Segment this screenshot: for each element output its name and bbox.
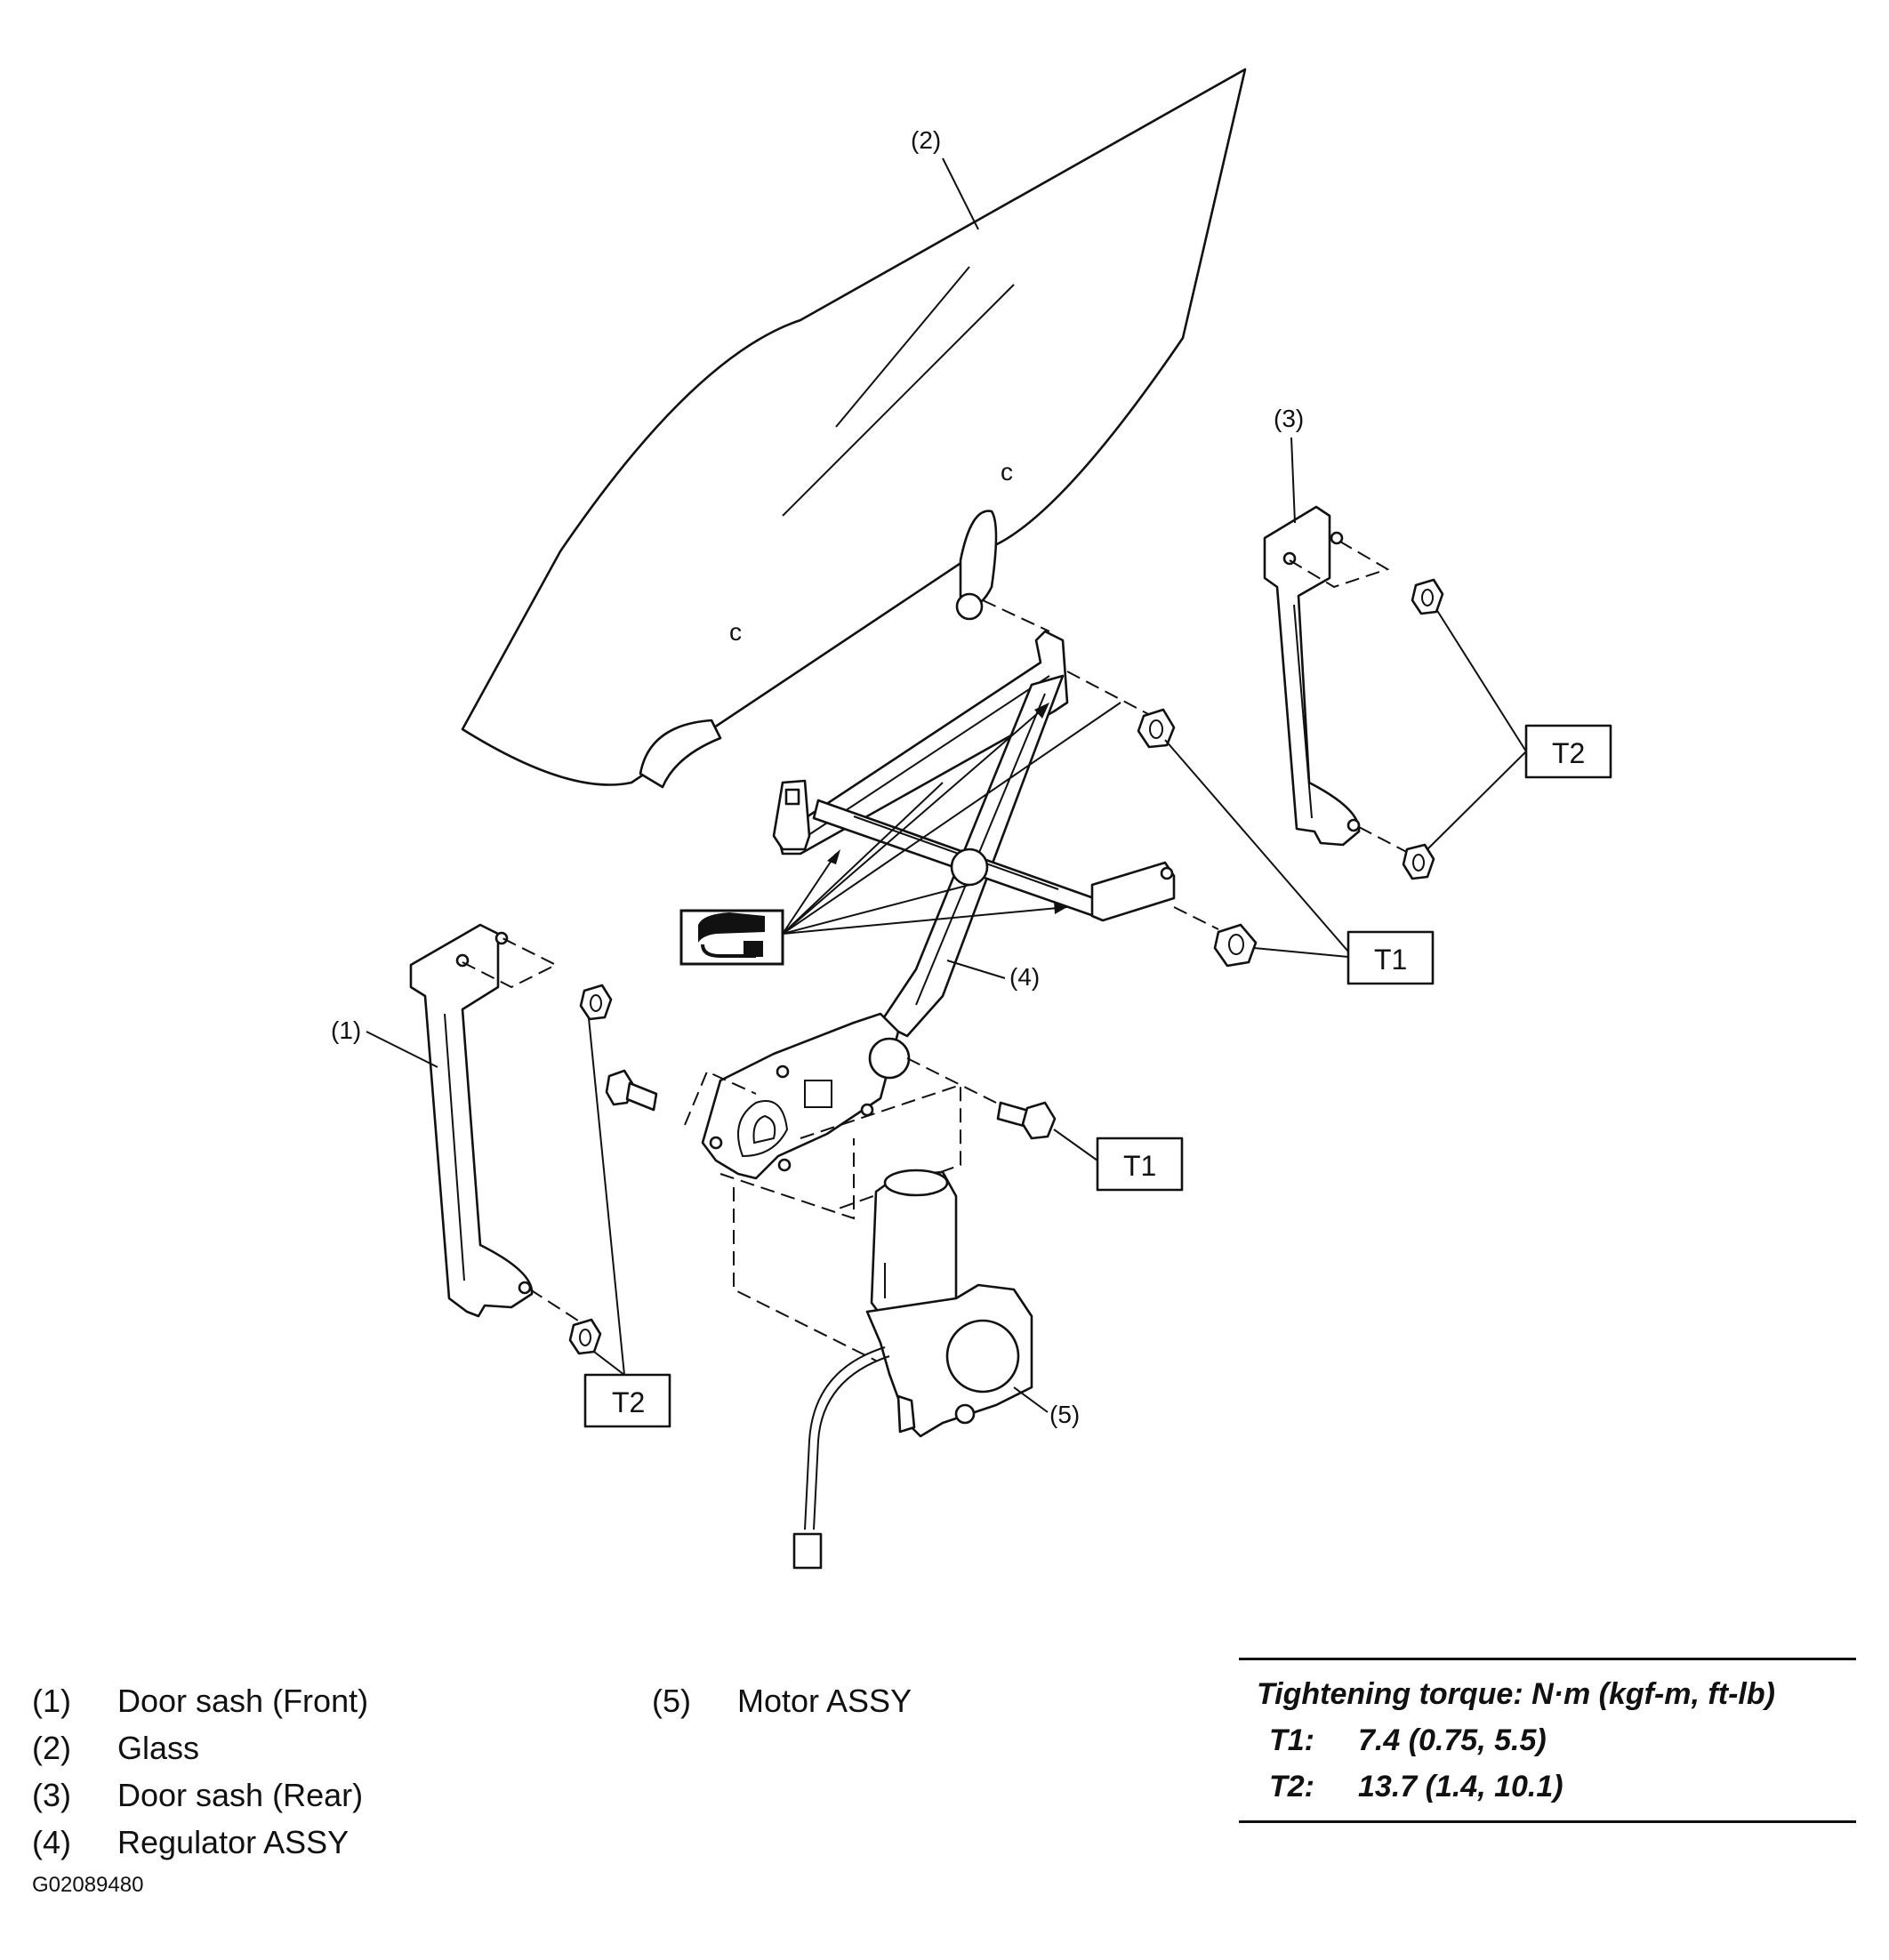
door-sash-rear (1263, 505, 1361, 847)
regulator-assembly (701, 630, 1176, 1180)
legend-item: (1) Door sash (Front) (32, 1677, 368, 1724)
torque-box-t1-upper (1346, 930, 1435, 985)
legend-number: (3) (32, 1777, 71, 1813)
nut-rear-upper (1411, 578, 1444, 615)
legend-left-column: (1) Door sash (Front) (2) Glass (3) Door… (32, 1677, 368, 1866)
legend-label: Regulator ASSY (117, 1824, 350, 1860)
grease-application-icon (679, 909, 784, 966)
nut-rear-lower (1402, 843, 1435, 880)
legend-item: (3) Door sash (Rear) (32, 1771, 368, 1819)
figure-id: G02089480 (32, 1873, 144, 1897)
torque-box-t2-lower-label: T2 (612, 1386, 645, 1418)
motor-callout: (5) (1049, 1401, 1080, 1428)
torque-table: Tightening torque: N·m (kgf-m, ft-lb) T1… (1239, 1658, 1856, 1823)
regulator-callout: (4) (1009, 963, 1040, 991)
nut-regulator-lower (1213, 923, 1258, 968)
door-sash-front (409, 923, 534, 1318)
legend-number: (5) (652, 1683, 691, 1719)
motor-assembly (792, 1169, 1033, 1570)
legend-item: (5) Motor ASSY (652, 1677, 912, 1724)
nut-front-lower (568, 1318, 602, 1355)
torque-key: T2: (1269, 1770, 1314, 1803)
torque-heading: Tightening torque: N·m (kgf-m, ft-lb) (1257, 1677, 1775, 1711)
bolt-right (996, 1101, 1057, 1140)
legend-number: (1) (32, 1683, 71, 1719)
legend-item: (4) Regulator ASSY (32, 1819, 368, 1866)
torque-box-t2-upper-label: T2 (1552, 737, 1585, 769)
torque-box-t1-lower (1096, 1137, 1184, 1192)
nut-front-upper (579, 984, 613, 1021)
torque-box-t1-lower-label: T1 (1123, 1150, 1156, 1182)
glass-panel: c c (461, 68, 1247, 789)
torque-value: 7.4 (0.75, 5.5) (1358, 1723, 1547, 1757)
legend-label: Motor ASSY (737, 1683, 912, 1719)
torque-box-t2-lower (583, 1373, 671, 1428)
legend-label: Door sash (Front) (117, 1683, 369, 1719)
door-sash-rear-callout: (3) (1274, 405, 1304, 432)
legend-number: (2) (32, 1730, 71, 1766)
legend-right-column: (5) Motor ASSY (652, 1677, 912, 1724)
legend-label: Glass (117, 1730, 200, 1766)
torque-row: T2: 13.7 (1.4, 10.1) (1239, 1763, 1856, 1810)
legend-number: (4) (32, 1824, 71, 1860)
torque-box-t1-upper-label: T1 (1374, 944, 1407, 976)
torque-value: 13.7 (1.4, 10.1) (1358, 1770, 1563, 1803)
legend-label: Door sash (Rear) (117, 1777, 364, 1813)
torque-row: T1: 7.4 (0.75, 5.5) (1239, 1717, 1856, 1763)
torque-key: T1: (1269, 1723, 1314, 1757)
nut-regulator-upper (1137, 708, 1176, 749)
legend-item: (2) Glass (32, 1724, 368, 1771)
svg-text:c: c (729, 618, 742, 646)
bolt-left (605, 1069, 658, 1112)
door-sash-front-callout: (1) (331, 1016, 361, 1044)
svg-text:c: c (1001, 458, 1013, 486)
torque-box-t2-upper (1524, 724, 1612, 779)
glass-callout: (2) (911, 126, 941, 154)
